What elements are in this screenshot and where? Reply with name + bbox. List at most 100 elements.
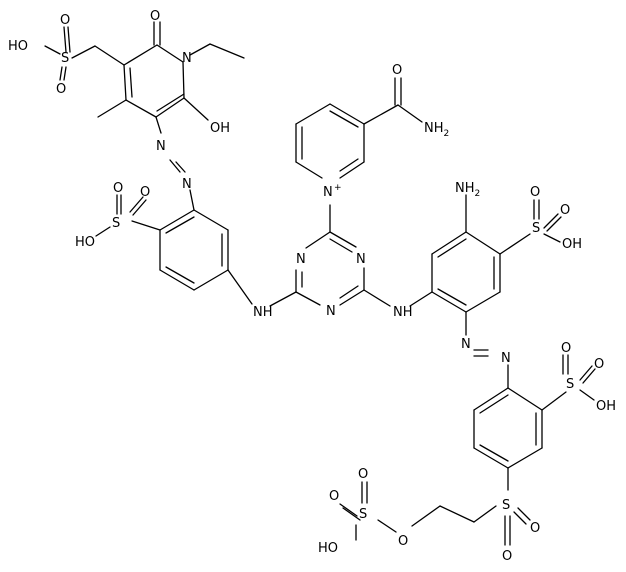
atom-label-s: S [61,51,69,66]
bond [59,66,63,81]
atom-label-s: S [112,216,120,231]
bond [165,216,195,234]
atom-label-s: S [532,221,540,236]
bond [159,269,195,291]
atom-label-s: S [566,377,574,392]
atom-label-o: O [140,185,150,200]
bond [437,288,467,306]
bond [193,209,229,231]
bond [132,199,147,216]
atom-label-ho: HO [8,39,28,54]
atom-label-o: O [561,341,571,356]
atom-label-o: O [392,63,402,78]
atom-label-nh2: NH2 [455,181,480,199]
bond [155,116,162,134]
atom-label-ho: HO [318,541,338,556]
atom-label-charge: + [334,183,342,193]
bond [159,209,195,231]
bond [363,289,391,307]
atom-label-o: O [329,489,339,504]
bond [329,110,359,128]
bond [97,99,127,118]
bond [339,158,359,172]
bond [175,161,186,173]
atom-label-o: O [56,82,66,97]
bond [479,444,509,462]
atom-label-o: O [113,181,123,196]
bond [507,447,543,469]
bond [431,231,467,255]
bond [94,45,125,66]
atom-label-o: O [502,549,512,564]
bond [409,291,433,307]
bond [431,291,467,313]
bond [156,93,185,112]
bond [579,389,595,401]
bond [411,505,441,527]
bond [582,368,596,384]
bond [209,43,245,59]
bond [546,216,562,232]
bond [129,196,144,213]
atom-label-ho: HO [75,235,95,250]
bond [499,233,531,255]
bond [129,67,133,98]
bond [125,99,157,118]
bond [155,97,185,118]
bond [189,43,211,56]
bond [227,269,253,305]
bond [165,266,195,284]
bond [295,291,321,306]
atom-label-s: S [502,498,510,513]
bond [437,238,467,258]
bond [513,511,527,525]
bond [63,26,67,53]
bond [183,97,209,121]
bond [473,447,509,469]
atom-label-o: O [530,521,540,536]
bond [63,66,67,81]
bond [269,291,297,307]
bond [517,507,531,521]
bond [329,238,353,253]
bond [189,189,195,211]
bond [123,44,158,66]
atom-label-n: N [182,177,192,192]
bond [123,64,127,101]
bond [473,505,497,523]
atom-label-o: O [594,357,604,372]
atom-labels: HO S O O O N OH N N S O O HO NH N N N N … [8,9,616,564]
bond [339,289,365,306]
bond [339,285,359,299]
bond [329,231,357,248]
bond [507,387,543,411]
bond [156,44,184,63]
atom-label-n-plus: N [323,185,333,200]
bond [67,26,71,53]
atom-label-nh: NH [253,305,273,320]
atom-label-nh: NH [393,305,413,320]
bond [131,220,161,231]
bond [377,519,397,533]
atom-label-n: N [296,252,306,267]
bond [305,231,331,249]
bond [329,103,365,125]
bond [182,61,185,99]
bond [169,159,181,173]
bond [397,104,423,123]
bond [295,103,331,125]
bond [439,505,475,523]
atom-label-n: N [461,337,471,352]
bond [473,387,509,411]
atom-label-o: O [398,534,408,549]
atom-label-n: N [182,51,192,66]
atom-label-oh: OH [596,399,616,414]
atom-label-o: O [530,185,540,200]
bonds [44,21,596,546]
atom-label-o: O [60,13,70,28]
bond [541,391,567,411]
atom-label-s: S [359,507,367,522]
bond [543,233,561,243]
bond [71,45,96,59]
